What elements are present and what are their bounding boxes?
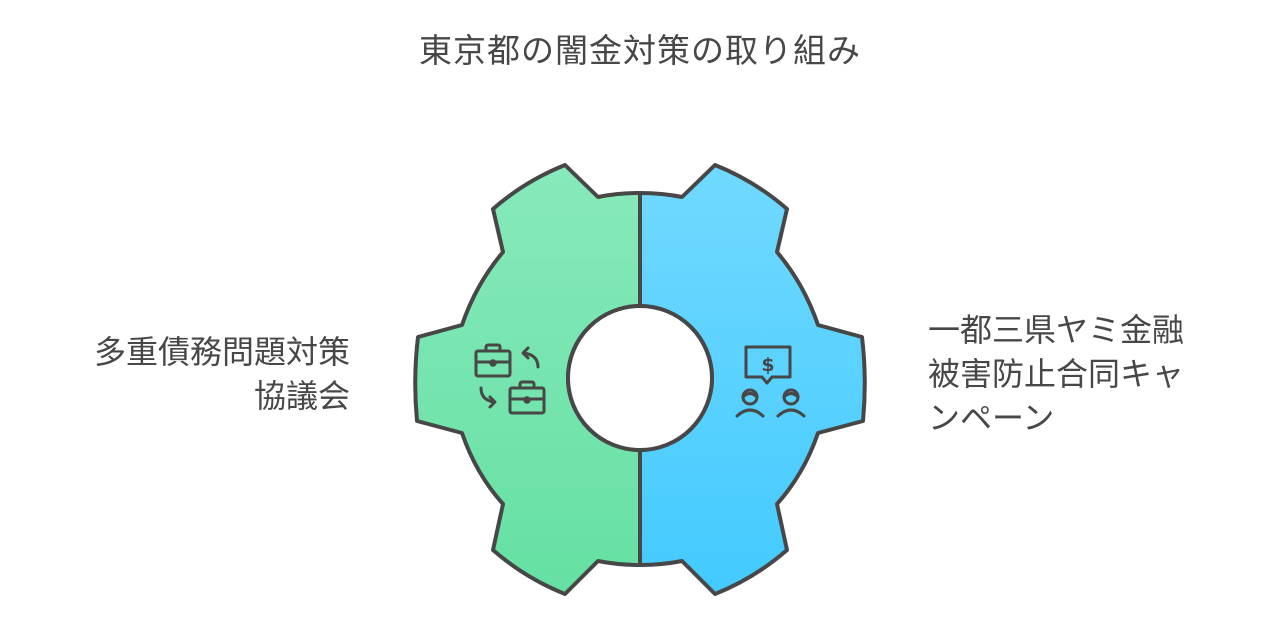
segment-label-left: 多重債務問題対策 協議会	[94, 330, 350, 418]
segment-label-right-line1: 一都三県ヤミ金融	[928, 311, 1185, 349]
segment-label-right-line2: 被害防止合同キャ	[928, 355, 1185, 393]
briefcase-exchange-icon	[474, 343, 546, 415]
segment-label-right-line3: ンペーン	[928, 399, 1055, 437]
segment-label-right: 一都三県ヤミ金融 被害防止合同キャ ンペーン	[928, 308, 1258, 440]
diagram-title: 東京都の闇金対策の取り組み	[419, 31, 861, 70]
gear-center-hole	[566, 304, 714, 452]
svg-text:$: $	[761, 354, 774, 376]
segment-label-left-line2: 協議会	[253, 377, 350, 415]
people-money-chat-icon: $	[735, 345, 806, 418]
segment-label-left-line1: 多重債務問題対策	[93, 333, 350, 371]
